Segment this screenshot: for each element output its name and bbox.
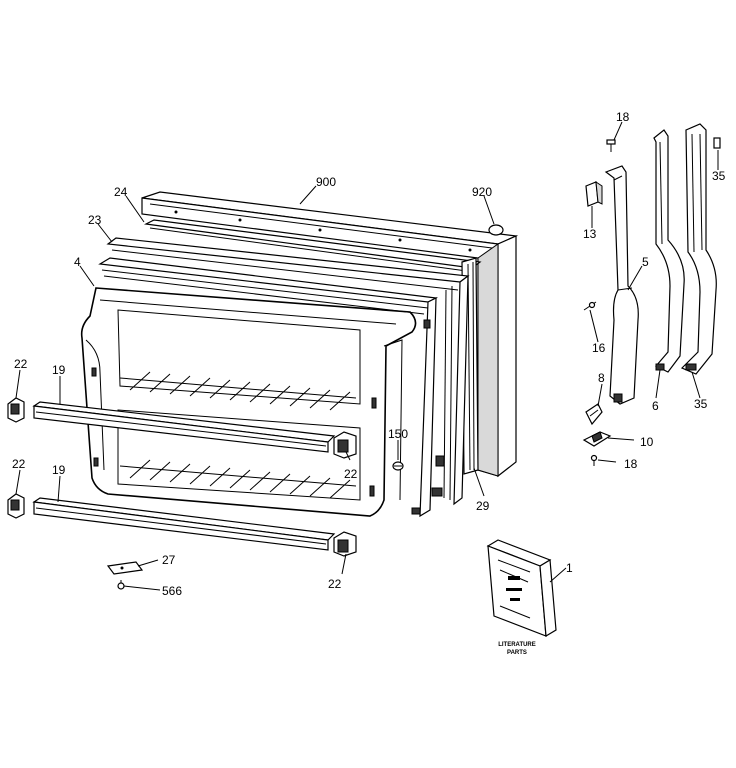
small-part-35	[713, 137, 721, 149]
breaker-frame	[106, 237, 470, 506]
screw-18-bottom	[590, 454, 598, 466]
literature-caption-line2: PARTS	[507, 650, 527, 656]
hinge-shim-27	[106, 561, 144, 575]
callout-24: 24	[114, 185, 128, 199]
shelf-bar-lower	[32, 497, 336, 551]
end-cap-upper-left	[7, 397, 25, 423]
callout-27: 27	[162, 553, 176, 567]
upper-shelf-ribs	[119, 371, 357, 411]
callout-23: 23	[88, 213, 102, 227]
leader-lines	[15, 121, 719, 591]
literature-caption-line1: LITERATURE	[498, 642, 536, 648]
end-cap-upper-right	[333, 431, 357, 459]
callout-22-upper-right: 22	[344, 467, 358, 481]
callout-900: 900	[316, 175, 336, 189]
callout-150: 150	[388, 427, 408, 441]
callout-4: 4	[74, 255, 81, 269]
screw-16	[583, 301, 597, 311]
callout-22-lower-left: 22	[12, 457, 26, 471]
hinge-strap-6	[653, 129, 685, 373]
callout-8: 8	[598, 371, 605, 385]
door-gasket	[143, 219, 482, 273]
callout-35-bottom: 35	[694, 397, 708, 411]
callout-5: 5	[642, 255, 649, 269]
end-cap-lower-left	[7, 493, 25, 519]
bracket-13	[585, 180, 603, 207]
lower-shelf-ribs	[119, 459, 357, 499]
callout-920: 920	[472, 185, 492, 199]
plate-10	[582, 431, 612, 447]
inner-door-liner	[98, 257, 439, 518]
callout-19-lower: 19	[52, 463, 66, 477]
callout-10: 10	[640, 435, 654, 449]
door-liner-tub	[80, 287, 417, 517]
screw-18-top	[606, 139, 616, 152]
callout-29: 29	[476, 499, 490, 513]
callout-16: 16	[592, 341, 606, 355]
callout-6: 6	[652, 399, 659, 413]
plug-920	[488, 224, 504, 236]
callout-1: 1	[566, 561, 573, 575]
screw-566	[117, 580, 125, 590]
plug-150	[392, 461, 404, 471]
end-cap-lower-right	[333, 531, 357, 557]
outer-door-panel	[141, 191, 519, 478]
hinge-arm-5	[604, 165, 639, 405]
callout-18-bottom: 18	[624, 457, 638, 471]
hinge-strap-35	[680, 123, 717, 375]
callout-18-top: 18	[616, 110, 630, 124]
shelf-bar-upper	[32, 401, 336, 453]
callout-19-upper: 19	[52, 363, 66, 377]
callout-35-top: 35	[712, 169, 726, 183]
callout-22-upper-left: 22	[14, 357, 28, 371]
callout-13: 13	[583, 227, 597, 241]
bracket-8	[585, 403, 603, 426]
callout-labels: 900 920 24 23 4 22 19 22 19 22 22 150 29…	[12, 110, 726, 598]
literature-booklet	[486, 539, 557, 638]
callout-22-lower-right: 22	[328, 577, 342, 591]
callout-566: 566	[162, 584, 182, 598]
